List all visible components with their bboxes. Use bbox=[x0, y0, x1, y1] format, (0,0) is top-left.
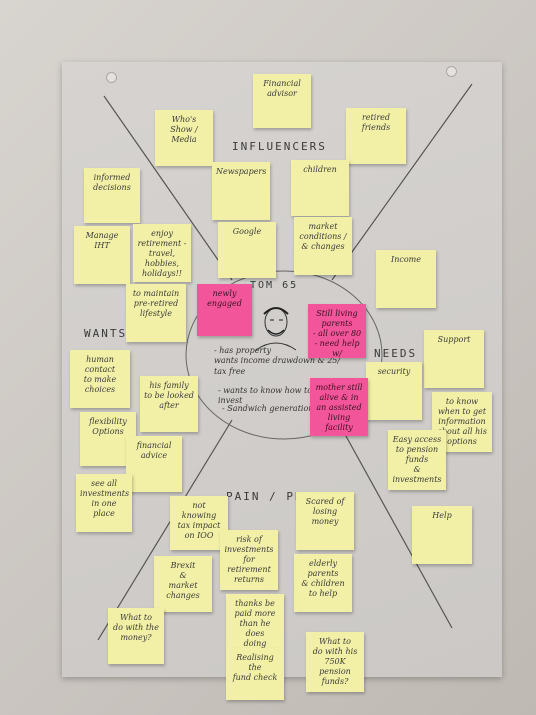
sticky-note: enjoy retirement - travel, hobbies, holi… bbox=[133, 224, 191, 282]
sticky-note-pink: Still living parents - all over 80 - nee… bbox=[308, 304, 366, 358]
sticky-note: Brexit & market changes bbox=[154, 556, 212, 612]
sticky-note: elderly parents & children to help bbox=[294, 554, 352, 612]
diagonal-line-bottom-right bbox=[335, 417, 453, 629]
persona-circle bbox=[185, 270, 383, 440]
sticky-note: not knowing tax impact on IOO bbox=[170, 496, 228, 550]
sticky-note: human contact to make choices bbox=[70, 350, 130, 408]
sticky-note: to maintain pre-retired lifestyle bbox=[126, 284, 186, 342]
sticky-note: Support bbox=[424, 330, 484, 388]
sticky-note-pink: mother still alive & in an assisted livi… bbox=[310, 378, 368, 436]
paper-hole bbox=[106, 72, 117, 83]
sticky-note: Help bbox=[412, 506, 472, 564]
section-influencers: INFLUENCERS bbox=[232, 140, 327, 153]
sticky-note: see all investments in one place bbox=[76, 474, 132, 532]
sticky-note: Manage IHT bbox=[74, 226, 130, 284]
persona-invest-text: - wants to know how to invest bbox=[218, 386, 313, 406]
sticky-note: to know when to get information about al… bbox=[432, 392, 492, 452]
sticky-note: Google bbox=[218, 222, 276, 278]
sticky-note-pink: newly engaged bbox=[197, 284, 252, 336]
section-wants: WANTS bbox=[84, 327, 128, 340]
section-needs: NEEDS bbox=[374, 347, 418, 360]
paper-hole bbox=[446, 66, 457, 77]
persona-face-sketch bbox=[255, 307, 297, 351]
sticky-note: thanks be paid more than he does doing n… bbox=[226, 594, 284, 648]
sticky-note: Newspapers bbox=[212, 162, 270, 220]
sticky-note: Realising the fund check bbox=[226, 648, 284, 700]
diagonal-line-bottom-left bbox=[97, 419, 233, 641]
sticky-note: Who's Show / Media bbox=[155, 110, 213, 166]
sticky-note: Easy access to pension funds & investmen… bbox=[388, 430, 446, 490]
sticky-note: security bbox=[366, 362, 422, 420]
sticky-note: children bbox=[291, 160, 349, 216]
sticky-note: What to do with his 750K pension funds? bbox=[306, 632, 364, 692]
sticky-note: risk of investments for retirement retur… bbox=[220, 530, 278, 590]
persona-property-text: - has property wants income drawdown & 2… bbox=[214, 346, 341, 376]
sticky-note: financial advice bbox=[126, 436, 182, 492]
diagonal-line-top-left bbox=[103, 95, 233, 281]
sticky-note: Income bbox=[376, 250, 436, 308]
persona-sandwich-text: - Sandwich generation bbox=[222, 404, 314, 413]
sticky-note: his family to be looked after bbox=[140, 376, 198, 432]
persona-name: TOM 65 bbox=[250, 280, 299, 291]
sticky-note: Financial advisor bbox=[253, 74, 311, 128]
sticky-note: retired friends bbox=[346, 108, 406, 164]
sticky-note: market conditions / & changes bbox=[294, 217, 352, 275]
sticky-note: Scared of losing money bbox=[296, 492, 354, 550]
diagonal-line-top-right bbox=[331, 83, 473, 281]
sticky-note: informed decisions bbox=[84, 168, 140, 223]
sticky-note: What to do with the money? bbox=[108, 608, 164, 664]
